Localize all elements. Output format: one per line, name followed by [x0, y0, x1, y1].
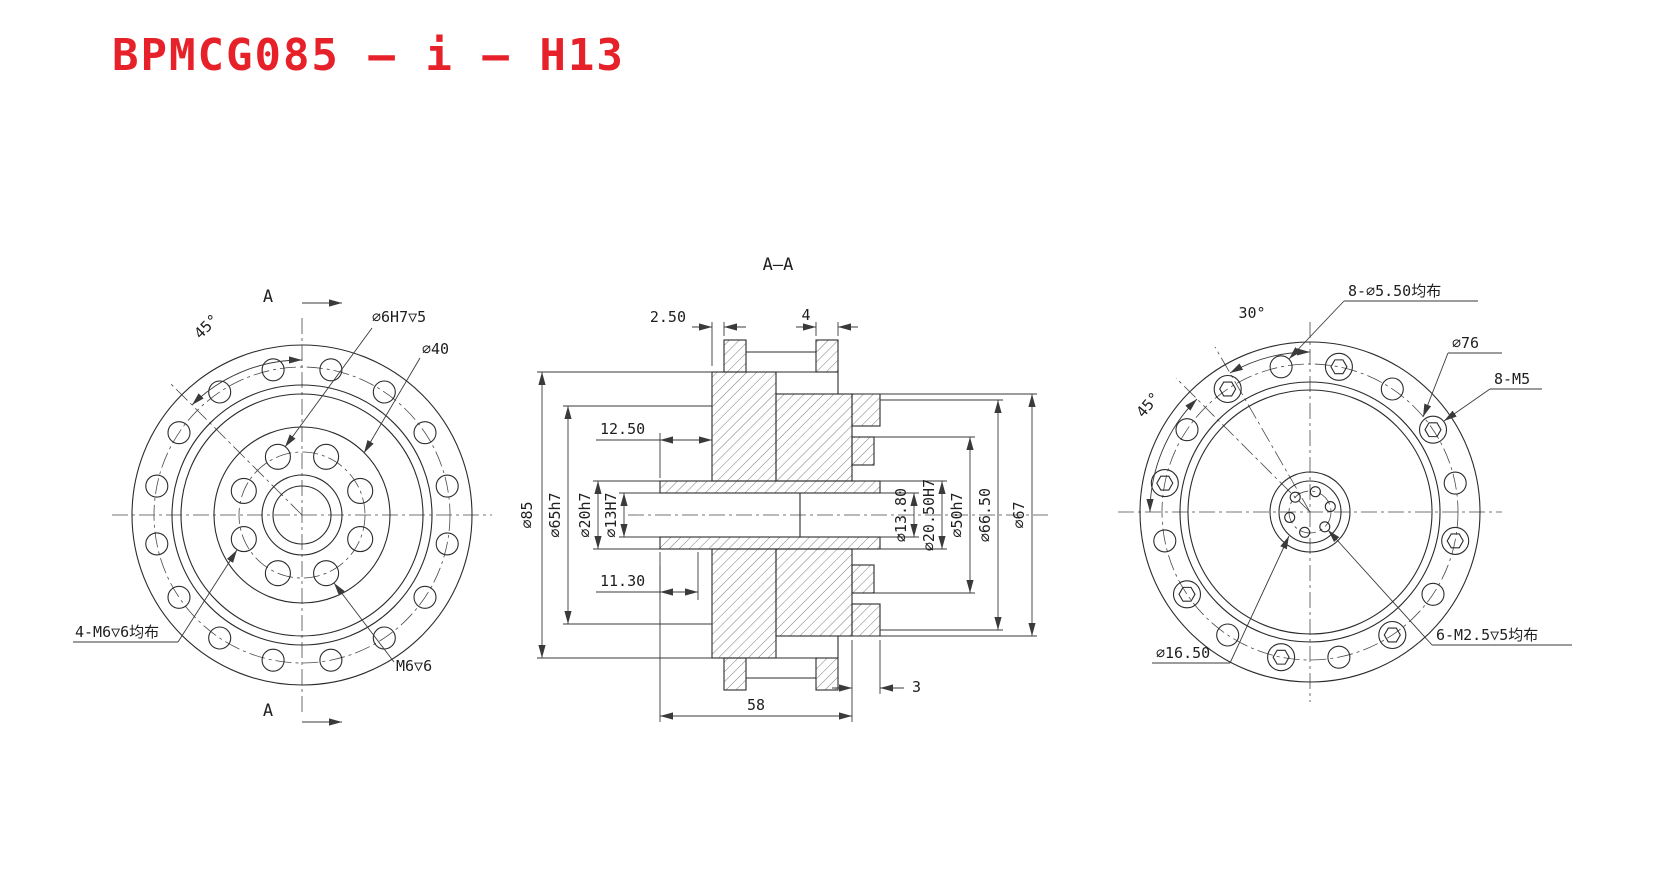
- angle-30-arc: [1229, 348, 1311, 374]
- rear-hub-circle: [1269, 471, 1351, 553]
- svg-text:8-M5: 8-M5: [1494, 370, 1530, 388]
- dim-dia65h7: ⌀65h7: [546, 405, 712, 625]
- dim-dia13-80: ⌀13.80: [880, 488, 919, 542]
- dim-11-30: 11.30: [596, 552, 699, 600]
- angle-30-label: 30°: [1238, 304, 1265, 322]
- dim-58: 58: [659, 566, 853, 722]
- section-label-bottom: A: [263, 701, 273, 721]
- bolt-pitch-circle: [153, 366, 451, 664]
- dim-12-50: 12.50: [596, 420, 712, 478]
- svg-text:58: 58: [747, 696, 765, 714]
- dim-dia66-50: ⌀66.50: [880, 399, 1003, 631]
- rear-view: 30° 45° 8-⌀5.50均布 ⌀76 8-M5: [1118, 282, 1572, 702]
- hub-circle: [261, 474, 343, 556]
- pin-hole-callout: ⌀6H7▽5: [284, 308, 426, 448]
- thread-holes-callout: 8-M5: [1443, 370, 1542, 422]
- angle-45-arc: [191, 356, 303, 406]
- svg-text:⌀13H7: ⌀13H7: [602, 492, 620, 537]
- angle-45-label-rear: 45°: [1133, 389, 1164, 421]
- svg-text:⌀20h7: ⌀20h7: [576, 492, 594, 537]
- inner-pitch-circle: [238, 451, 366, 579]
- svg-text:⌀67: ⌀67: [1010, 501, 1028, 528]
- dim-2-50: 2.50: [650, 308, 746, 366]
- boss-circle: [213, 426, 391, 604]
- front-view: A A 45° ⌀6H7▽5 ⌀40 4-M6▽6均布 M6▽6: [73, 287, 492, 726]
- dia40-callout: ⌀40: [363, 340, 449, 454]
- svg-text:⌀50h7: ⌀50h7: [948, 492, 966, 537]
- centerline-45deg: [170, 383, 303, 516]
- svg-text:2.50: 2.50: [650, 308, 686, 326]
- svg-text:3: 3: [912, 678, 921, 696]
- svg-text:11.30: 11.30: [600, 572, 645, 590]
- thread-label: M6▽6: [396, 657, 432, 675]
- svg-text:⌀65h7: ⌀65h7: [546, 492, 564, 537]
- dim-dia13H7: ⌀13H7: [602, 492, 660, 538]
- mount-holes-callout: 4-M6▽6均布: [73, 549, 238, 643]
- dia40-label: ⌀40: [422, 340, 449, 358]
- svg-text:6-M2.5▽5均布: 6-M2.5▽5均布: [1436, 626, 1538, 644]
- bolt-circle-callout: ⌀76: [1422, 334, 1502, 418]
- rear-outer-circle: [1139, 341, 1481, 683]
- svg-text:⌀66.50: ⌀66.50: [976, 488, 994, 542]
- holes-5-50-callout: 8-⌀5.50均布: [1288, 282, 1478, 360]
- angle-45-arc-rear: [1146, 398, 1198, 513]
- dim-dia20-50H7: ⌀20.50H7: [880, 479, 947, 551]
- thread-callout: M6▽6: [333, 582, 432, 675]
- section-body: [659, 339, 881, 691]
- mount-holes-label: 4-M6▽6均布: [75, 623, 159, 641]
- svg-text:4: 4: [801, 306, 810, 324]
- dim-dia67: ⌀67: [852, 393, 1037, 637]
- hub-bore-circle: [272, 485, 332, 545]
- svg-text:⌀16.50: ⌀16.50: [1156, 644, 1210, 662]
- pin-hole-label: ⌀6H7▽5: [372, 308, 426, 326]
- rear-step-circle: [1179, 381, 1441, 643]
- small-thread-callout: 6-M2.5▽5均布: [1327, 529, 1572, 646]
- svg-text:⌀13.80: ⌀13.80: [892, 488, 910, 542]
- svg-text:⌀20.50H7: ⌀20.50H7: [920, 479, 938, 551]
- svg-text:⌀76: ⌀76: [1452, 334, 1479, 352]
- section-title: A—A: [763, 255, 794, 275]
- flange-outer-circle: [131, 344, 473, 686]
- rear-step-circle-2: [1187, 389, 1433, 635]
- flange-step-circle: [171, 384, 433, 646]
- dim-dia85: ⌀85: [518, 371, 712, 659]
- rear-hub-bore-circle: [1278, 480, 1342, 544]
- dim-4: 4: [796, 306, 858, 336]
- dim-dia50h7: ⌀50h7: [874, 436, 975, 594]
- flange-step-circle-2: [180, 393, 424, 637]
- rear-centerline-45deg: [1175, 377, 1311, 513]
- section-label-top: A: [263, 287, 273, 307]
- svg-text:⌀85: ⌀85: [518, 501, 536, 528]
- drawing-title: BPMCG085 – i – H13: [112, 30, 625, 81]
- section-view: A—A: [518, 255, 1048, 722]
- rear-centerline-30deg: [1214, 346, 1311, 513]
- dim-dia20h7: ⌀20h7: [576, 480, 660, 550]
- rear-bolt-pitch-circle: [1161, 363, 1459, 661]
- dim-3: 3: [832, 640, 921, 696]
- svg-text:8-⌀5.50均布: 8-⌀5.50均布: [1348, 282, 1441, 300]
- center-bore-callout: ⌀16.50: [1152, 535, 1290, 664]
- angle-45-label: 45°: [191, 311, 223, 343]
- svg-text:12.50: 12.50: [600, 420, 645, 438]
